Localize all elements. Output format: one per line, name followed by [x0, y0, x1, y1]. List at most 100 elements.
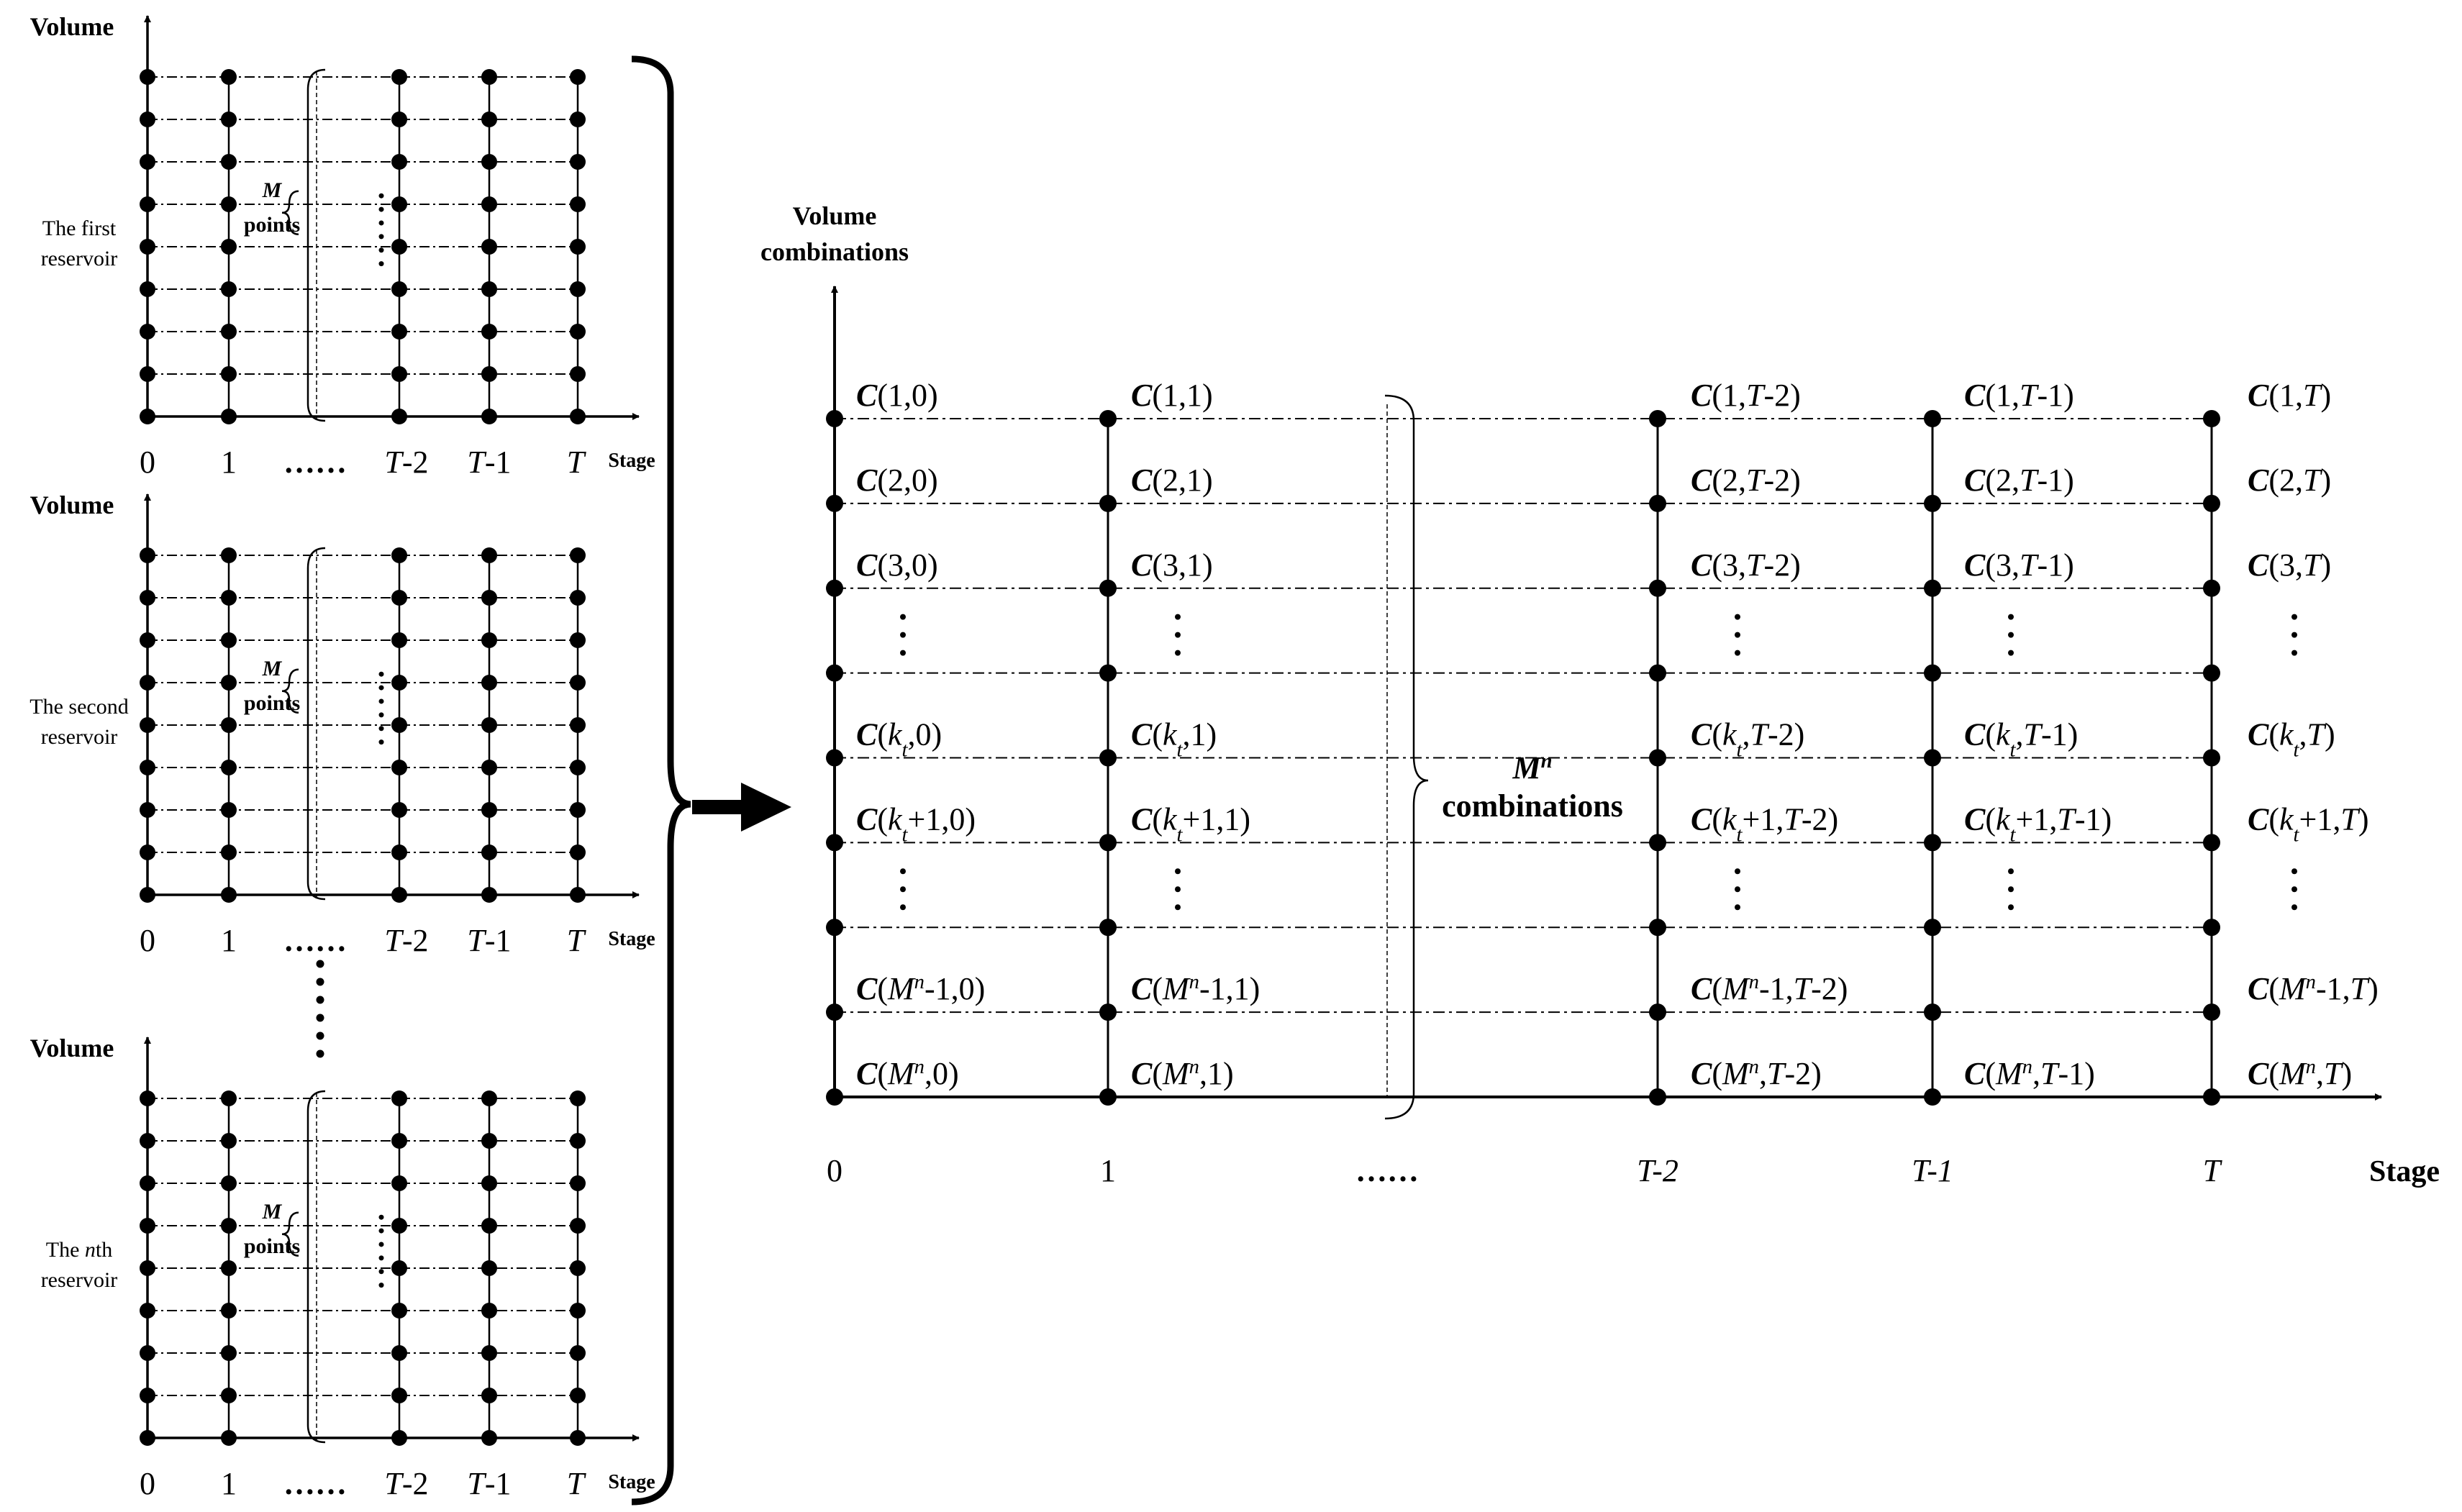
- grid-point: [221, 239, 237, 255]
- row-ellipsis-dot: [900, 632, 906, 638]
- grid-point: [570, 675, 586, 691]
- combination-point: [1924, 410, 1941, 427]
- grid-point: [391, 196, 407, 212]
- combination-point: [1924, 494, 1941, 512]
- grid-point: [570, 717, 586, 733]
- m-label: M: [262, 178, 283, 202]
- volume-axis-label: Volume: [30, 491, 114, 519]
- combination-point: [1924, 919, 1941, 937]
- grid-point: [221, 111, 237, 127]
- row-ellipsis-dot: [1735, 886, 1740, 893]
- grid-point: [140, 802, 155, 818]
- combination-point: [2203, 410, 2220, 427]
- grid-point: [140, 547, 155, 563]
- row-ellipsis-dot: [2008, 632, 2014, 638]
- grid-point: [140, 717, 155, 733]
- row-ellipsis-dot: [2008, 904, 2014, 911]
- grid-point: [570, 802, 586, 818]
- combination-point: [2203, 749, 2220, 767]
- combination-label: C(Mn,0): [856, 1056, 959, 1092]
- grid-point: [570, 760, 586, 775]
- combination-point: [1649, 410, 1666, 427]
- grid-point: [570, 547, 586, 563]
- row-ellipsis-dot: [1175, 614, 1181, 620]
- grid-point: [570, 1175, 586, 1191]
- combination-point: [1099, 579, 1117, 597]
- stage-tick-label: T-1: [467, 923, 511, 958]
- grid-point: [140, 1345, 155, 1361]
- combination-label: C(2,0): [856, 463, 938, 498]
- grid-point: [140, 409, 155, 424]
- grid-point: [140, 844, 155, 860]
- combination-label: C(Mn-1,1): [1131, 971, 1260, 1007]
- combination-point: [1099, 1003, 1117, 1021]
- combination-label: C(kt,T-2): [1691, 717, 1804, 762]
- combination-label: C(1,0): [856, 378, 938, 413]
- m-label: M: [262, 1200, 283, 1224]
- grid-point: [570, 281, 586, 297]
- combination-point: [2203, 834, 2220, 852]
- grid-point: [221, 1090, 237, 1106]
- grid-point: [221, 281, 237, 297]
- brace-icon: [306, 547, 326, 901]
- combination-label: C(Mn,T): [2248, 1056, 2352, 1092]
- row-ellipsis-dot: [2291, 868, 2297, 875]
- brace-small-icon: [281, 1211, 299, 1257]
- combination-point: [1099, 1088, 1117, 1106]
- grid-point: [221, 1175, 237, 1191]
- combination-label: C(3,T-2): [1691, 547, 1801, 583]
- row-ellipsis-dot: [2008, 886, 2014, 893]
- stage-tick-label: ……: [283, 445, 347, 480]
- grid-point: [570, 111, 586, 127]
- stage-tick-label: T-1: [467, 445, 511, 480]
- ellipsis-dot: [378, 234, 384, 240]
- row-ellipsis-dot: [1175, 632, 1181, 638]
- row-ellipsis-dot: [2008, 650, 2014, 656]
- grid-point: [481, 802, 497, 818]
- ellipsis-dot: [378, 193, 384, 199]
- grid-point: [481, 1345, 497, 1361]
- grid-point: [481, 632, 497, 648]
- grid-point: [140, 1175, 155, 1191]
- grid-point: [140, 281, 155, 297]
- brace-small-icon: [281, 668, 299, 714]
- panel-ellipsis-dot: [316, 1014, 324, 1022]
- combination-label: C(2,T-2): [1691, 463, 1801, 498]
- combination-point: [1924, 749, 1941, 767]
- stage-tick-label: 1: [221, 923, 237, 958]
- reservoir-label: reservoir: [41, 725, 118, 749]
- grid-point: [481, 1430, 497, 1446]
- grid-point: [391, 1430, 407, 1446]
- combination-label: C(Mn-1,T): [2248, 971, 2379, 1007]
- reservoir-label: The nth: [46, 1238, 112, 1262]
- grid-point: [481, 409, 497, 424]
- combination-point: [2203, 1003, 2220, 1021]
- ellipsis-dot: [378, 1255, 384, 1261]
- grid-point: [221, 632, 237, 648]
- grid-point: [391, 760, 407, 775]
- volume-axis-label: Volume: [30, 12, 114, 41]
- stage-tick-label: ……: [283, 923, 347, 958]
- row-ellipsis-dot: [1175, 886, 1181, 893]
- stage-tick-label: T: [567, 445, 587, 480]
- reservoir-label: The first: [42, 217, 117, 240]
- ellipsis-dot: [378, 1269, 384, 1275]
- grid-point: [570, 632, 586, 648]
- brace-label: Mn: [1512, 750, 1552, 786]
- grid-point: [570, 1218, 586, 1234]
- combination-point: [1099, 749, 1117, 767]
- grid-point: [221, 1430, 237, 1446]
- grid-point: [140, 1388, 155, 1403]
- brace-icon: [306, 68, 326, 422]
- ellipsis-dot: [378, 1214, 384, 1220]
- stage-tick-label: 0: [140, 445, 155, 480]
- combination-point: [2203, 1088, 2220, 1106]
- grid-point: [391, 69, 407, 85]
- grid-point: [570, 409, 586, 424]
- volume-combinations-axis-label: Volume: [793, 201, 877, 230]
- m-label: M: [262, 657, 283, 680]
- ellipsis-dot: [378, 671, 384, 677]
- row-ellipsis-dot: [2291, 886, 2297, 893]
